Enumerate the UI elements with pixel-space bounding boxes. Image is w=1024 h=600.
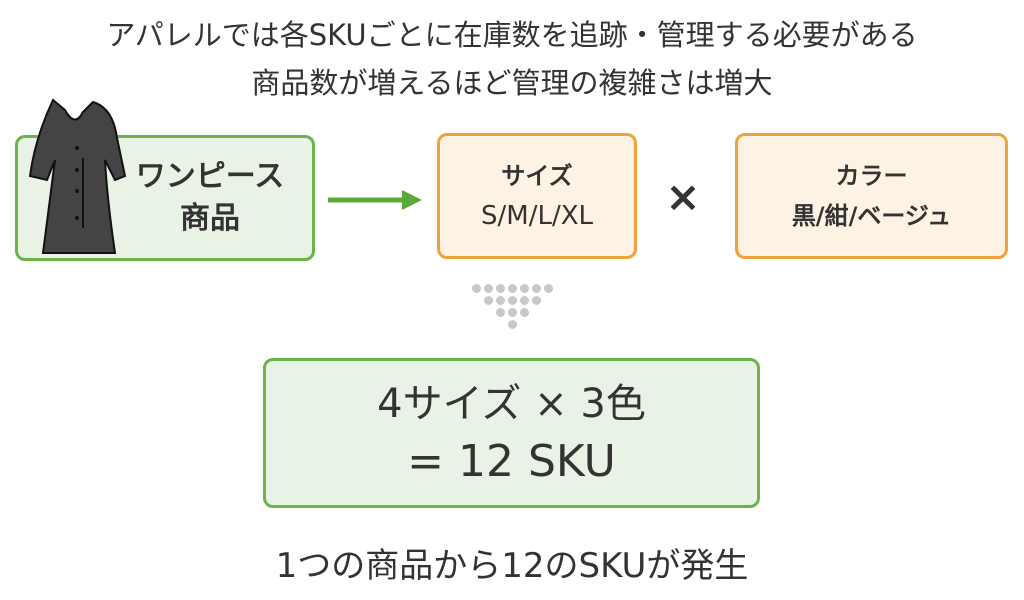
dot	[471, 284, 481, 293]
product-line1: ワンピース	[135, 159, 285, 194]
dot	[519, 296, 529, 305]
dot	[531, 284, 541, 293]
dot	[495, 296, 505, 305]
arrow-icon	[328, 190, 422, 210]
dot	[495, 308, 505, 317]
dot	[507, 320, 517, 329]
color-label: カラー	[835, 162, 908, 190]
dot	[519, 284, 529, 293]
result-box: 4サイズ × 3色 = 12 SKU	[263, 358, 760, 508]
title-line1: アパレルでは各SKUごとに在庫数を追跡・管理する必要がある	[106, 18, 918, 52]
size-box: サイズ S/M/L/XL	[437, 133, 637, 259]
dot	[483, 296, 493, 305]
color-values: 黒/紺/ベージュ	[791, 202, 952, 230]
dress-icon	[28, 98, 127, 254]
footer-text: 1つの商品から12のSKUが発生	[275, 546, 749, 586]
color-box: カラー 黒/紺/ベージュ	[735, 133, 1008, 259]
dot	[507, 296, 517, 305]
title-line2: 商品数が増えるほど管理の複雑さは増大	[251, 66, 773, 100]
result-line2: = 12 SKU	[407, 436, 616, 487]
result-line1: 4サイズ × 3色	[377, 381, 646, 427]
size-label: サイズ	[501, 162, 573, 190]
product-line2: 商品	[180, 201, 240, 236]
size-values: S/M/L/XL	[481, 201, 593, 231]
times-sign: ×	[665, 172, 701, 221]
dot	[507, 284, 517, 293]
dot	[531, 296, 541, 305]
dot	[483, 284, 493, 293]
dot	[543, 284, 553, 293]
dot	[507, 308, 517, 317]
dot	[495, 284, 505, 293]
dot	[519, 308, 529, 317]
